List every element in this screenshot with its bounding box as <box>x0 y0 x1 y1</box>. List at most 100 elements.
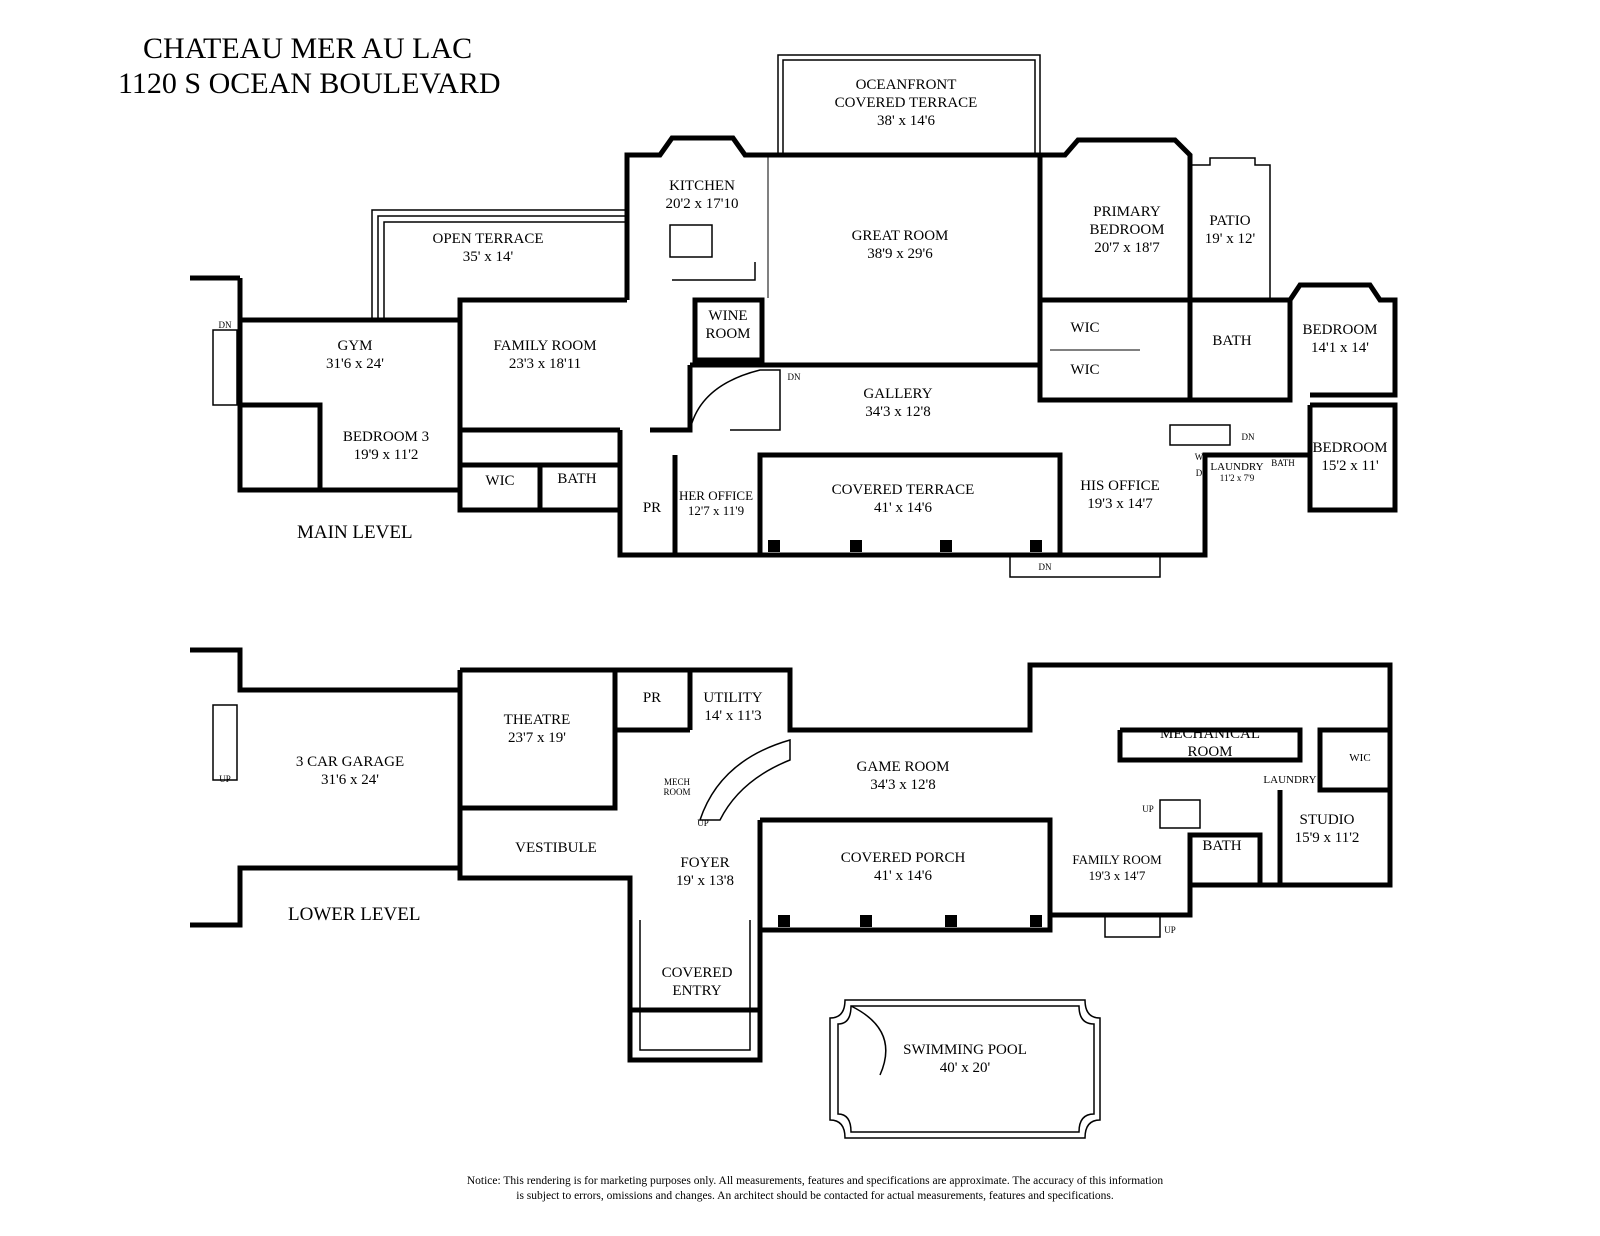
kitchen-dims: 20'2 x 17'10 <box>666 196 739 212</box>
garage-stair <box>212 704 238 781</box>
mechanical-name-1: MECHANICAL <box>1160 726 1260 742</box>
column <box>768 540 780 552</box>
mech-room-name-2: ROOM <box>663 787 690 797</box>
family-room-dims: 23'3 x 18'11 <box>509 356 581 372</box>
gallery-stair-dn: DN <box>788 372 801 382</box>
great-room-dims: 38'9 x 29'6 <box>867 246 933 262</box>
laundry-main-name: LAUNDRY <box>1210 461 1263 473</box>
column <box>850 540 862 552</box>
column <box>940 540 952 552</box>
kitchen-island <box>669 224 713 258</box>
plan-title: CHATEAU MER AU LAC 1120 S OCEAN BOULEVAR… <box>118 32 501 100</box>
wic-block-wall <box>1037 297 1193 403</box>
open-terrace-dims: 35' x 14' <box>463 249 514 265</box>
column <box>1030 915 1042 927</box>
lower-family-room-dims: 19'3 x 14'7 <box>1089 868 1146 883</box>
main-level-labels: OCEANFRONT COVERED TERRACE 38' x 14'6 KI… <box>219 77 1388 572</box>
wic-bath-wall <box>457 462 623 513</box>
stair-wall <box>650 365 693 433</box>
lower-pr-label: PR <box>643 690 661 706</box>
wine-room-wall <box>692 297 765 363</box>
covered-entry-inner <box>639 920 751 1051</box>
great-room-name: GREAT ROOM <box>852 228 949 244</box>
curved-stair-lower <box>698 739 791 821</box>
lower-wic-label: WIC <box>1349 752 1370 764</box>
title-line-1: CHATEAU MER AU LAC <box>143 32 472 65</box>
family-stair-up: UP <box>1142 804 1154 814</box>
open-terrace-inner <box>377 215 627 320</box>
notice-line-2: is subject to errors, omissions and chan… <box>516 1190 1114 1202</box>
theatre-wall <box>460 670 618 811</box>
column <box>1030 540 1042 552</box>
studio-name: STUDIO <box>1300 812 1355 828</box>
wic-b-label: WIC <box>1070 362 1099 378</box>
bedroom-east-2-wall <box>1307 402 1398 513</box>
patio-outline <box>1190 157 1271 300</box>
oceanfront-terrace-outline <box>777 54 1041 155</box>
title-line-2: 1120 S OCEAN BOULEVARD <box>118 67 501 100</box>
his-office-dims: 19'3 x 14'7 <box>1087 496 1153 512</box>
wic-c-label: WIC <box>485 473 514 489</box>
gym-west-wall <box>237 278 460 493</box>
foyer-name: FOYER <box>680 855 729 871</box>
column <box>860 915 872 927</box>
covered-entry-wall <box>627 920 763 1063</box>
primary-bedroom-wall <box>1040 137 1193 300</box>
terrace-stair <box>1009 554 1161 578</box>
oceanfront-dims: 38' x 14'6 <box>877 113 935 129</box>
gym-name: GYM <box>337 338 372 354</box>
porch-stair <box>1104 914 1161 938</box>
bedroom-east-dims: 14'1 x 14' <box>1311 340 1369 356</box>
her-office-dims: 12'7 x 11'9 <box>688 503 744 518</box>
laundry-main-dims: 11'2 x 7'9 <box>1220 473 1255 483</box>
lower-family-room-name: FAMILY ROOM <box>1072 852 1162 867</box>
notice-line-1: Notice: This rendering is for marketing … <box>467 1175 1164 1187</box>
lower-bath-label: BATH <box>1202 838 1241 854</box>
mechanical-room-wall <box>1117 727 1303 763</box>
gym-stair-dn: DN <box>219 320 232 330</box>
garage-stair-up: UP <box>219 774 231 784</box>
oceanfront-name-2: COVERED TERRACE <box>835 95 978 111</box>
column <box>778 915 790 927</box>
kitchen-great-room-wall <box>624 135 1043 365</box>
gallery-name: GALLERY <box>863 386 932 402</box>
porch-stair-up: UP <box>1164 925 1176 935</box>
studio-dims: 15'9 x 11'2 <box>1295 830 1360 846</box>
pool-outline <box>829 999 1101 1139</box>
wine-room-name-2: ROOM <box>705 326 750 342</box>
primary-bath-label: BATH <box>1212 333 1251 349</box>
gallery-south-wall <box>617 430 1310 558</box>
utility-name: UTILITY <box>703 690 762 706</box>
utility-dims: 14' x 11'3 <box>704 708 761 724</box>
family-room-name: FAMILY ROOM <box>493 338 596 354</box>
bedroom-3-dims: 19'9 x 11'2 <box>354 447 419 463</box>
bedroom-east-2-dims: 15'2 x 11' <box>1321 458 1379 474</box>
patio-dims: 19' x 12' <box>1205 231 1256 247</box>
covered-porch-north <box>760 817 1053 930</box>
dryer-label: D <box>1196 468 1203 478</box>
gym-stair <box>212 329 238 406</box>
her-office-name: HER OFFICE <box>679 488 753 503</box>
oceanfront-name-1: OCEANFRONT <box>856 77 957 93</box>
his-office-name: HIS OFFICE <box>1080 478 1160 494</box>
wic-a-label: WIC <box>1070 320 1099 336</box>
theatre-dims: 23'7 x 19' <box>508 730 566 746</box>
covered-porch-name: COVERED PORCH <box>841 850 966 866</box>
lower-bath-wall <box>1187 832 1263 888</box>
primary-bath-wall <box>1190 297 1293 403</box>
primary-bedroom-name-2: BEDROOM <box>1089 222 1164 238</box>
lower-level-plan <box>190 647 1393 1139</box>
covered-porch-dims: 41' x 14'6 <box>874 868 932 884</box>
gym-dims: 31'6 x 24' <box>326 356 384 372</box>
game-room-dims: 34'3 x 12'8 <box>870 777 935 793</box>
main-level-label: MAIN LEVEL <box>297 522 413 543</box>
patio-name: PATIO <box>1209 213 1250 229</box>
open-terrace-name: OPEN TERRACE <box>433 231 544 247</box>
garage-dims: 31'6 x 24' <box>321 772 379 788</box>
game-room-name: GAME ROOM <box>857 759 950 775</box>
laundry-stair <box>1169 424 1231 446</box>
pool-inner <box>837 1005 1095 1133</box>
kitchen-counter <box>672 262 756 281</box>
bedroom-east-2-name: BEDROOM <box>1312 440 1387 456</box>
